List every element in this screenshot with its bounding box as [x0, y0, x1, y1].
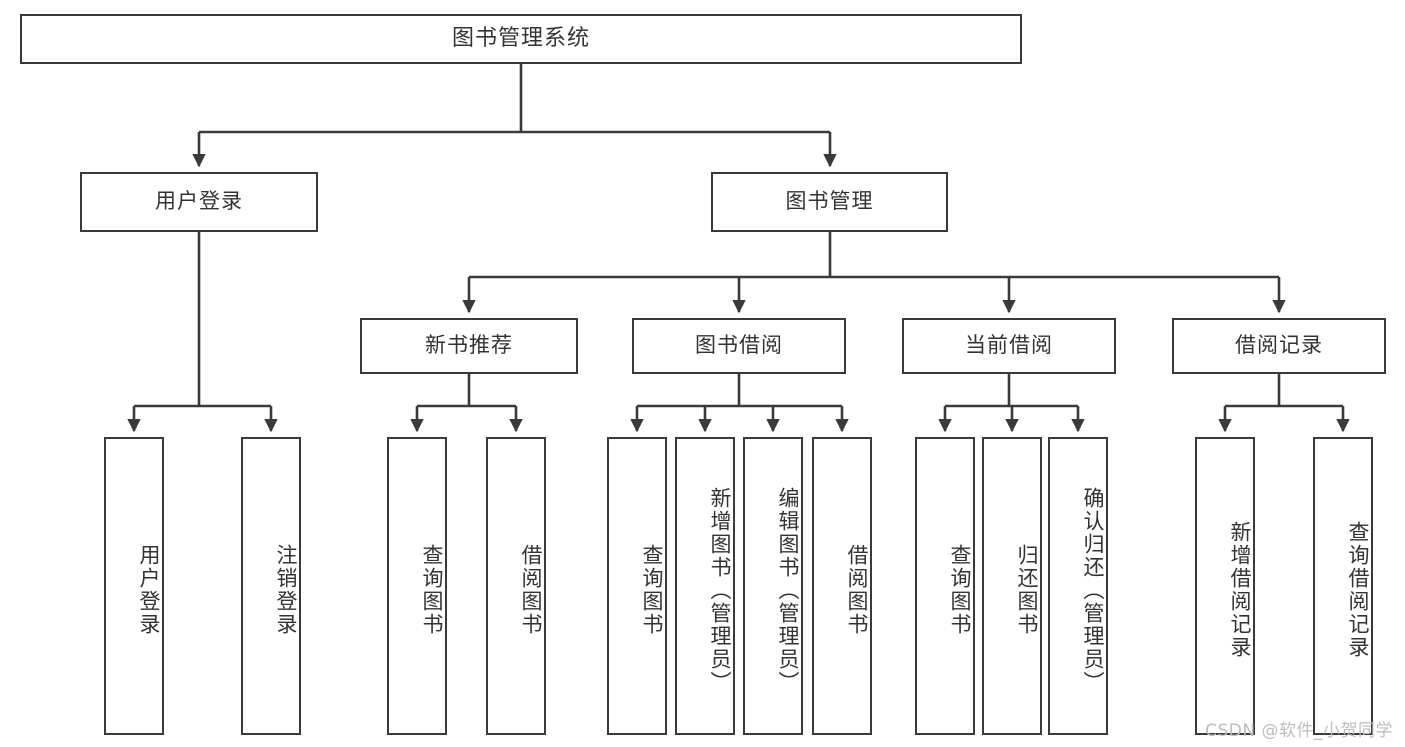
leaf-new-book-query-book[interactable]: 查询图书	[387, 437, 447, 735]
node-user-login[interactable]: 用户登录	[80, 172, 318, 232]
leaf-borrow-record-add-record[interactable]: 新增借阅记录	[1195, 437, 1255, 735]
node-label: 当前借阅	[965, 333, 1053, 358]
leaf-book-borrow-query-book[interactable]: 查询图书	[607, 437, 667, 735]
leaf-current-borrow-return-book[interactable]: 归还图书	[982, 437, 1042, 735]
leaf-book-borrow-borrow-book[interactable]: 借阅图书	[812, 437, 872, 735]
node-label: 注销登录	[274, 544, 298, 636]
leaf-new-book-borrow-book[interactable]: 借阅图书	[486, 437, 546, 735]
node-label: 查询图书	[948, 544, 972, 636]
node-label: 编辑图书（管理员）	[776, 486, 800, 694]
node-label: 借阅图书	[519, 544, 543, 636]
node-label: 查询图书	[640, 544, 664, 636]
node-root-book-management-system[interactable]: 图书管理系统	[20, 14, 1022, 64]
node-book-borrow[interactable]: 图书借阅	[632, 318, 846, 374]
node-book-management[interactable]: 图书管理	[711, 172, 948, 232]
csdn-watermark: CSDN @软件_小贺同学	[1205, 721, 1393, 741]
node-label: 归还图书	[1015, 544, 1039, 636]
node-label: 借阅记录	[1235, 333, 1323, 358]
node-new-book-recommend[interactable]: 新书推荐	[360, 318, 578, 374]
node-label: 图书管理系统	[451, 25, 590, 51]
leaf-current-borrow-query-book[interactable]: 查询图书	[915, 437, 975, 735]
leaf-current-borrow-confirm-return-admin[interactable]: 确认归还（管理员）	[1048, 437, 1108, 735]
node-label: 新增图书（管理员）	[708, 486, 732, 694]
node-current-borrow[interactable]: 当前借阅	[902, 318, 1116, 374]
node-label: 图书管理	[785, 189, 874, 214]
node-label: 查询图书	[420, 544, 444, 636]
leaf-book-borrow-add-book-admin[interactable]: 新增图书（管理员）	[675, 437, 735, 735]
node-label: 用户登录	[137, 544, 161, 636]
leaf-user-login-login[interactable]: 用户登录	[104, 437, 164, 735]
node-borrow-record[interactable]: 借阅记录	[1172, 318, 1386, 374]
node-label: 用户登录	[155, 189, 243, 214]
leaf-book-borrow-edit-book-admin[interactable]: 编辑图书（管理员）	[743, 437, 803, 735]
node-label: 新书推荐	[425, 333, 513, 358]
node-label: 借阅图书	[845, 544, 869, 636]
node-label: 查询借阅记录	[1346, 521, 1370, 659]
node-label: 新增借阅记录	[1228, 521, 1252, 659]
node-label: 确认归还（管理员）	[1081, 486, 1105, 694]
leaf-borrow-record-query-record[interactable]: 查询借阅记录	[1313, 437, 1373, 735]
leaf-user-login-logout[interactable]: 注销登录	[241, 437, 301, 735]
node-label: 图书借阅	[695, 333, 783, 358]
